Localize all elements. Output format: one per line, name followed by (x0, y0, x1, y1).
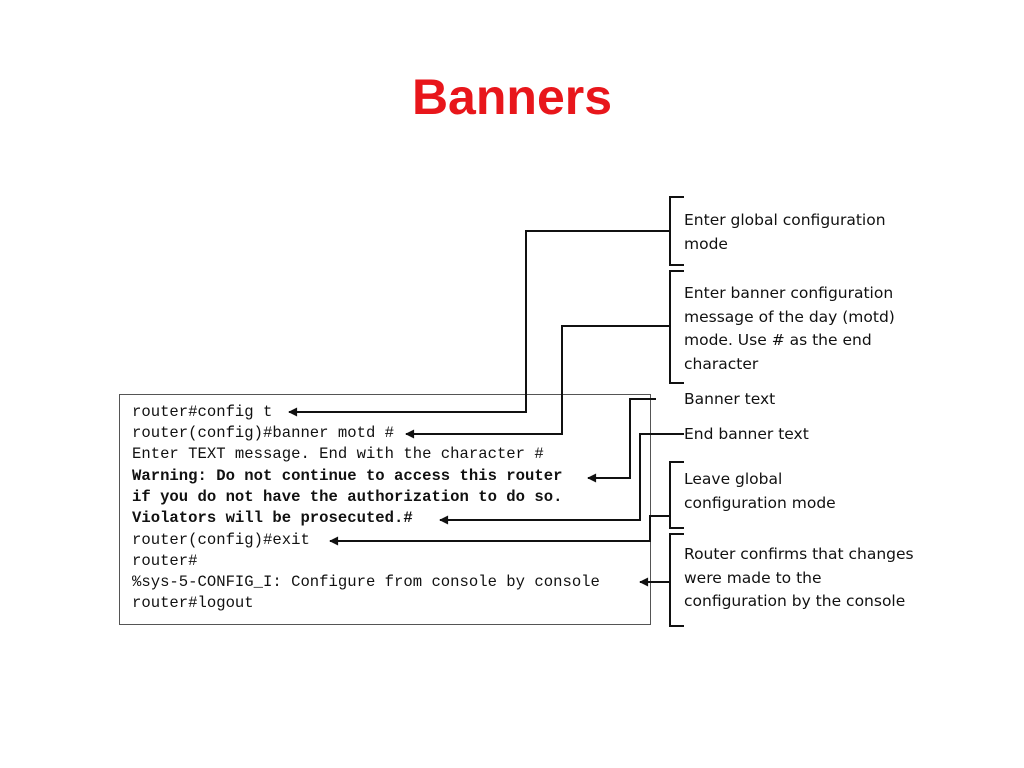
console-line-exit: router(config)#exit (132, 531, 310, 549)
console-output-box (119, 394, 651, 625)
console-line-enter-text: Enter TEXT message. End with the charact… (132, 445, 544, 463)
console-line-authorization: if you do not have the authorization to … (132, 488, 563, 506)
connector-end-banner (439, 433, 684, 525)
annotation-global-config: Enter global configuration mode (684, 211, 886, 253)
bracket-leave-global (669, 461, 684, 529)
connector-config-t (288, 230, 670, 417)
bracket-router-confirms (669, 533, 684, 627)
annotation-banner-config: Enter banner configuration message of th… (684, 284, 895, 373)
console-line-warning: Warning: Do not continue to access this … (132, 467, 563, 485)
bracket-banner-config (669, 270, 684, 384)
console-line-config-t: router#config t (132, 403, 273, 421)
connector-banner-text (587, 398, 656, 483)
console-line-logout: router#logout (132, 594, 254, 612)
console-line-router-prompt: router# (132, 552, 198, 570)
page-title: Banners (411, 69, 613, 125)
connector-exit (329, 515, 670, 546)
annotation-banner-text: Banner text (684, 390, 776, 408)
connector-banner-motd (405, 325, 670, 439)
annotation-router-confirms: Router confirms that changes were made t… (684, 545, 914, 610)
console-line-banner-motd: router(config)#banner motd # (132, 424, 395, 442)
console-line-config-confirm: %sys-5-CONFIG_I: Configure from console … (132, 573, 600, 591)
bracket-global-config (669, 196, 684, 266)
annotation-end-banner-text: End banner text (684, 425, 809, 443)
console-line-violators: Violators will be prosecuted.# (132, 509, 413, 527)
annotation-leave-global-config: Leave global configuration mode (684, 470, 836, 512)
